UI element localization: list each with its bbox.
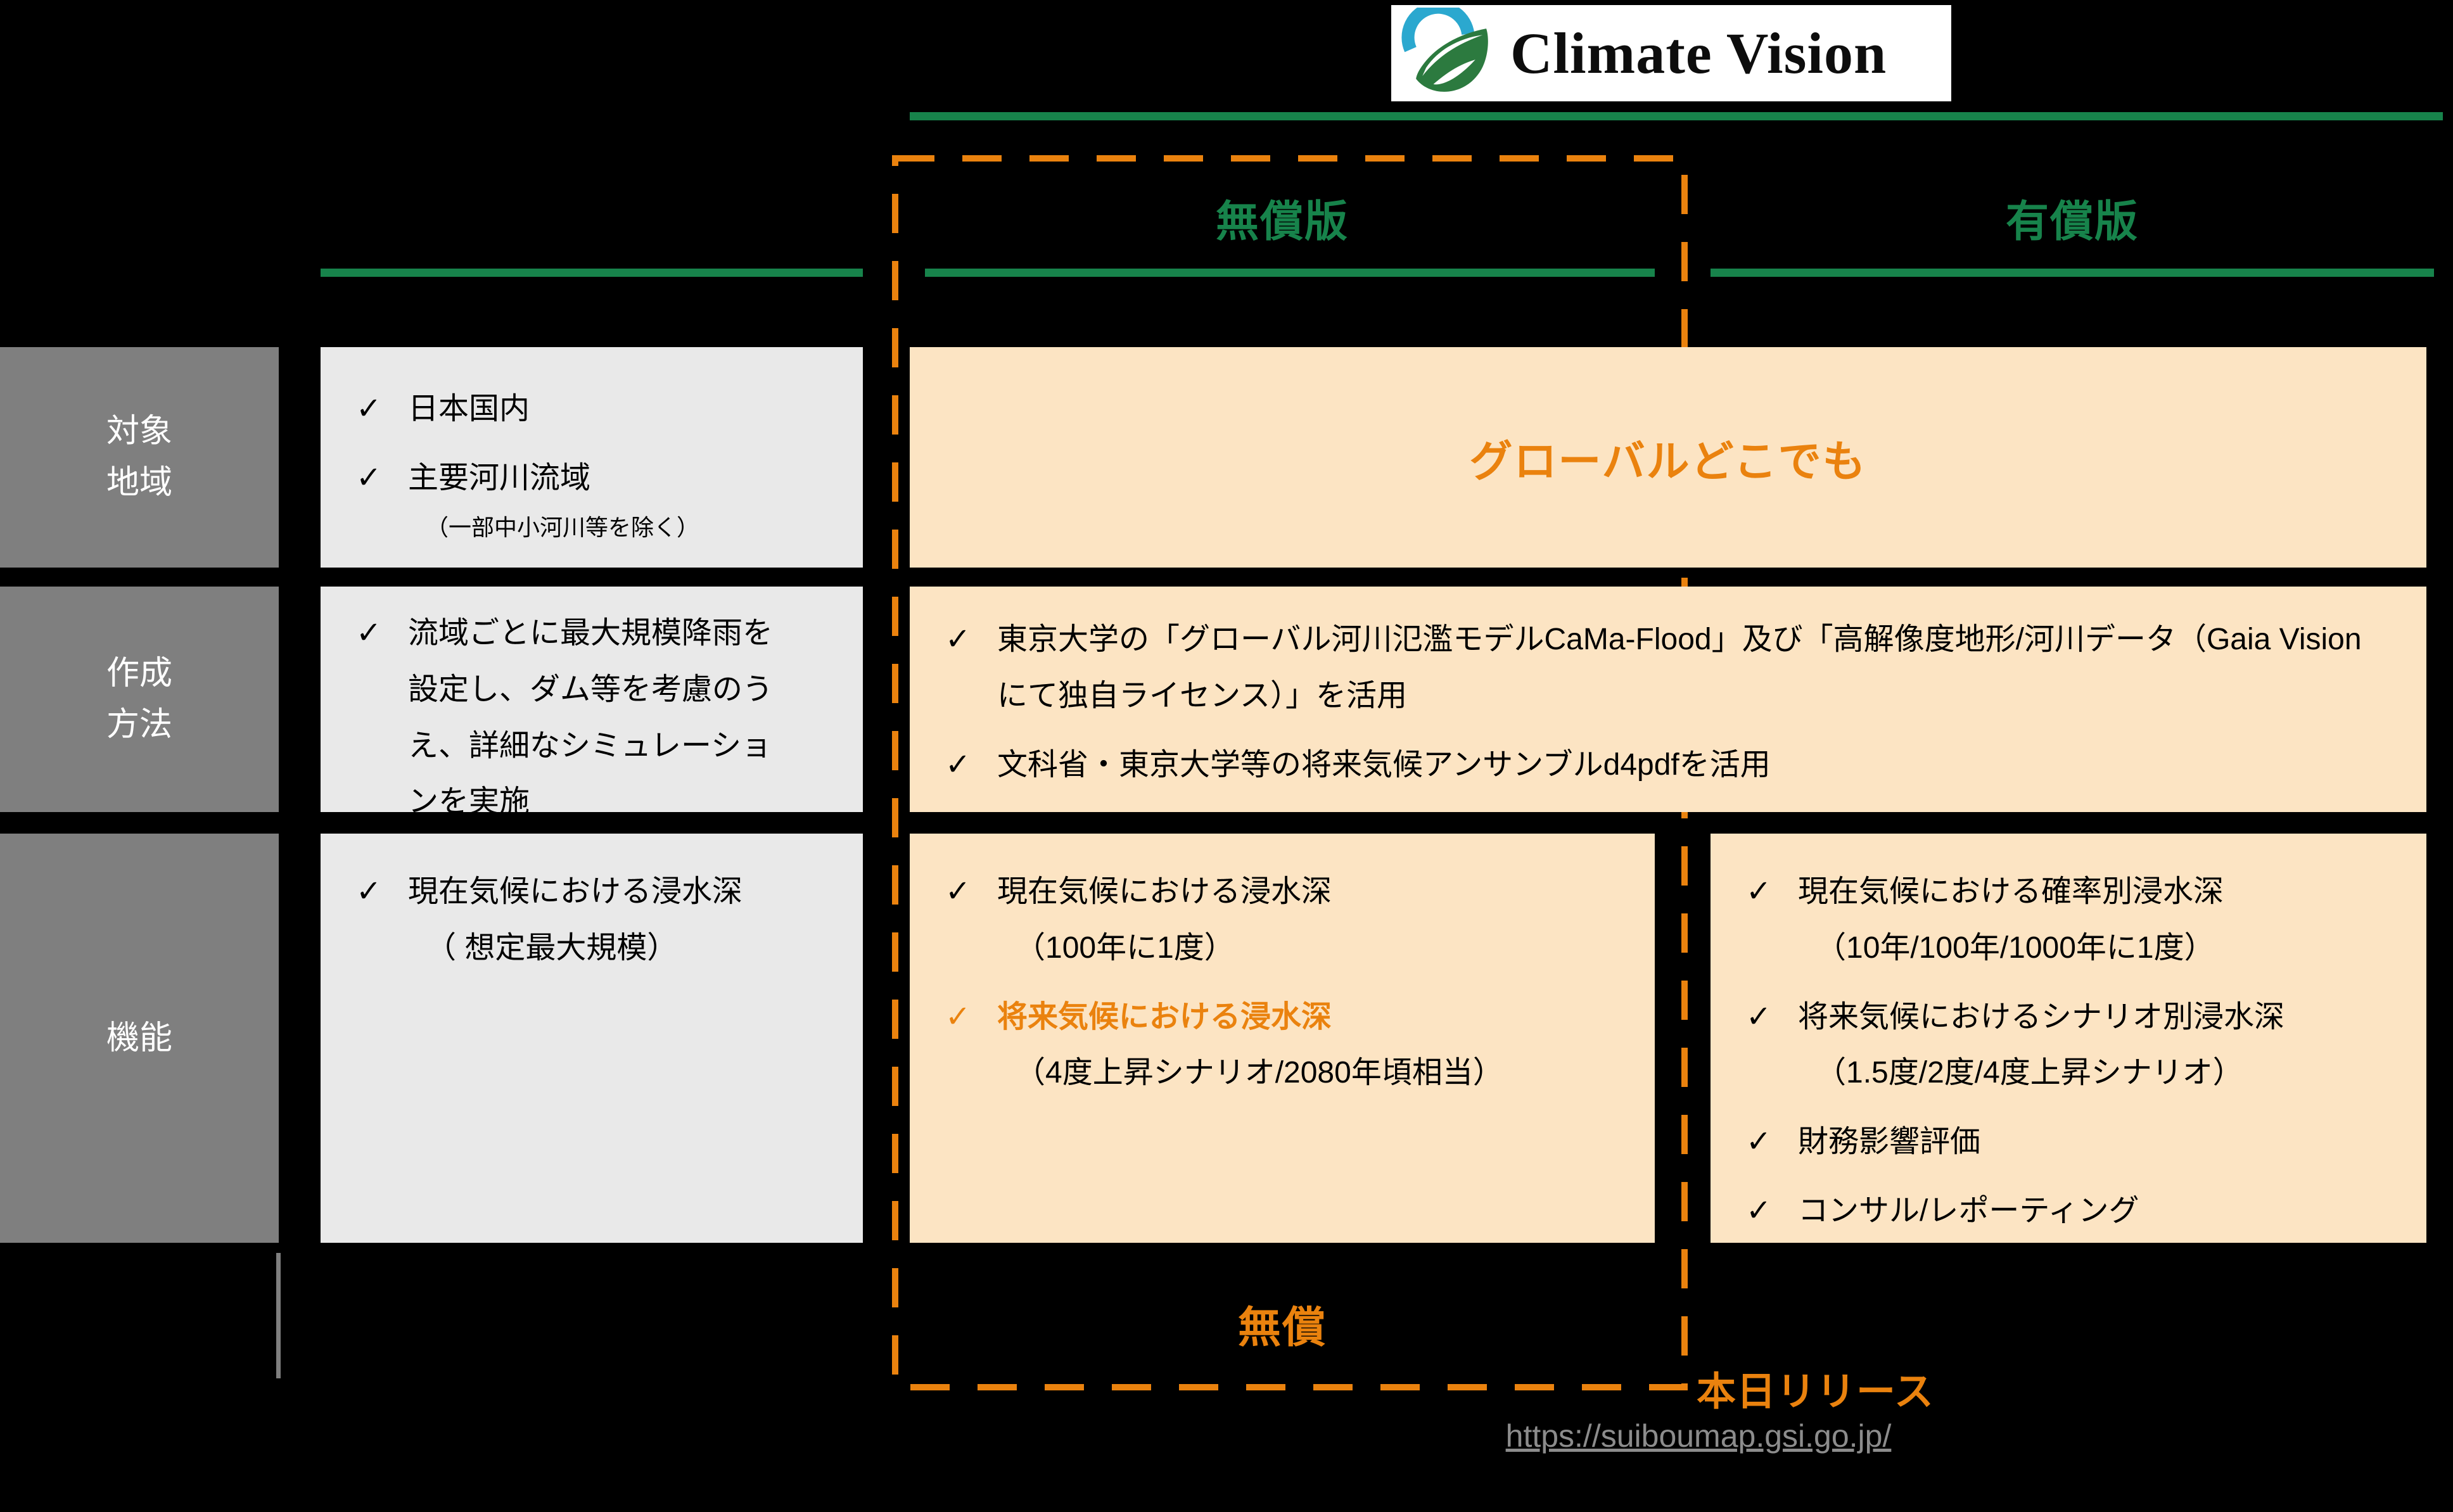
release-today-label: 本日リリース bbox=[1697, 1370, 1934, 1414]
row-header-region: 対象 地域 bbox=[0, 347, 279, 568]
check-icon: ✓ bbox=[1746, 1193, 1772, 1228]
check-icon: ✓ bbox=[356, 461, 382, 495]
list-item: ✓ 東京大学の「グローバル河川氾濫モデルCaMa-Flood」及び「高解像度地形… bbox=[943, 612, 2391, 725]
check-icon: ✓ bbox=[945, 623, 971, 656]
item-subtext: （1.5度/2度/4度上昇シナリオ） bbox=[1816, 1056, 2243, 1090]
item-text: 財務影響評価 bbox=[1798, 1125, 1981, 1159]
cell-features-free: ✓ 現在気候における浸水深 （100年に1度） ✓ 将来気候における浸水深 （4… bbox=[910, 834, 1655, 1243]
cell-features-japan: ✓ 現在気候における浸水深 （ 想定最大規模） bbox=[321, 834, 863, 1243]
list-item: ✓ 現在気候における浸水深 （ 想定最大規模） bbox=[354, 864, 840, 977]
check-icon: ✓ bbox=[1746, 1125, 1772, 1159]
item-text: 現在気候における浸水深 bbox=[997, 875, 1332, 908]
service-url-link[interactable]: https://suiboumap.gsi.go.jp/ bbox=[1505, 1418, 1892, 1454]
item-subtext: （10年/100年/1000年に1度） bbox=[1816, 931, 2215, 965]
list-item: ✓ コンサル/レポーティング bbox=[1743, 1183, 2404, 1240]
item-subtext: （4度上昇シナリオ/2080年頃相当） bbox=[1015, 1056, 1503, 1090]
item-text: 主要河川流域 bbox=[408, 461, 591, 495]
japan-column-rule bbox=[321, 269, 863, 277]
cell-region-japan: ✓ 日本国内 ✓ 主要河川流域 （一部中小河川等を除く） bbox=[321, 347, 863, 568]
item-text: コンサル/レポーティング bbox=[1798, 1193, 2139, 1228]
header-column-divider bbox=[276, 1253, 281, 1378]
paid-column-rule bbox=[1711, 269, 2434, 277]
check-icon: ✓ bbox=[356, 392, 382, 426]
list-item: ✓ 現在気候における確率別浸水深 （10年/100年/1000年に1度） bbox=[1743, 864, 2404, 977]
item-text: 日本国内 bbox=[408, 392, 530, 426]
item-text: 現在気候における確率別浸水深 bbox=[1798, 875, 2224, 908]
list-item: ✓ 主要河川流域 （一部中小河川等を除く） bbox=[354, 450, 838, 549]
free-column-rule bbox=[925, 269, 1655, 277]
list-item: ✓ 財務影響評価 bbox=[1743, 1114, 2404, 1171]
climate-vision-leaf-icon bbox=[1401, 8, 1488, 92]
global-anywhere-label: グローバルどこでも bbox=[1469, 437, 1867, 486]
item-subtext: （ 想定最大規模） bbox=[426, 931, 678, 965]
list-item: ✓ 流域ごとに最大規模降雨を設定し、ダム等を考慮のうえ、詳細なシミュレーションを… bbox=[354, 606, 788, 830]
list-item: ✓ 日本国内 bbox=[354, 381, 838, 438]
cell-features-paid: ✓ 現在気候における確率別浸水深 （10年/100年/1000年に1度） ✓ 将… bbox=[1711, 834, 2426, 1243]
item-text: 流域ごとに最大規模降雨を設定し、ダム等を考慮のうえ、詳細なシミュレーションを実施 bbox=[408, 616, 774, 819]
check-icon: ✓ bbox=[945, 1000, 971, 1034]
service-url: https://suiboumap.gsi.go.jp/ bbox=[1464, 1418, 1933, 1454]
item-subtext: （一部中小河川等を除く） bbox=[426, 514, 700, 540]
check-icon: ✓ bbox=[945, 875, 971, 908]
free-price-label: 無償 bbox=[1237, 1304, 1327, 1352]
item-text: 東京大学の「グローバル河川氾濫モデルCaMa-Flood」及び「高解像度地形/河… bbox=[997, 623, 2362, 713]
item-text: 現在気候における浸水深 bbox=[408, 875, 743, 908]
item-text: 将来気候における浸水深 bbox=[997, 1000, 1332, 1034]
item-text: 文科省・東京大学等の将来気候アンサンブルd4pdfを活用 bbox=[997, 747, 1771, 782]
cell-method-global: ✓ 東京大学の「グローバル河川氾濫モデルCaMa-Flood」及び「高解像度地形… bbox=[910, 587, 2426, 812]
check-icon: ✓ bbox=[1746, 875, 1772, 908]
logo: Climate Vision bbox=[1391, 5, 1951, 101]
top-rule bbox=[910, 112, 2443, 120]
list-item-highlight: ✓ 将来気候における浸水深 （4度上昇シナリオ/2080年頃相当） bbox=[943, 989, 1632, 1102]
list-item: ✓ 現在気候における浸水深 （100年に1度） bbox=[943, 864, 1632, 977]
item-text: 将来気候におけるシナリオ別浸水深 bbox=[1798, 1000, 2285, 1034]
logo-text: Climate Vision bbox=[1510, 21, 1887, 86]
check-icon: ✓ bbox=[945, 747, 971, 782]
paid-plan-header: 有償版 bbox=[2005, 198, 2139, 246]
free-plan-header: 無償版 bbox=[1215, 198, 1349, 246]
check-icon: ✓ bbox=[1746, 1000, 1772, 1034]
cell-method-japan: ✓ 流域ごとに最大規模降雨を設定し、ダム等を考慮のうえ、詳細なシミュレーションを… bbox=[321, 587, 863, 818]
check-icon: ✓ bbox=[356, 875, 382, 908]
list-item: ✓ 将来気候におけるシナリオ別浸水深 （1.5度/2度/4度上昇シナリオ） bbox=[1743, 989, 2404, 1102]
list-item: ✓ 文科省・東京大学等の将来気候アンサンブルd4pdfを活用 bbox=[943, 737, 2391, 794]
row-header-features: 機能 bbox=[0, 834, 279, 1243]
item-subtext: （100年に1度） bbox=[1015, 931, 1235, 965]
row-header-method: 作成 方法 bbox=[0, 587, 279, 812]
check-icon: ✓ bbox=[356, 616, 382, 650]
cell-region-global: グローバルどこでも bbox=[910, 347, 2426, 568]
